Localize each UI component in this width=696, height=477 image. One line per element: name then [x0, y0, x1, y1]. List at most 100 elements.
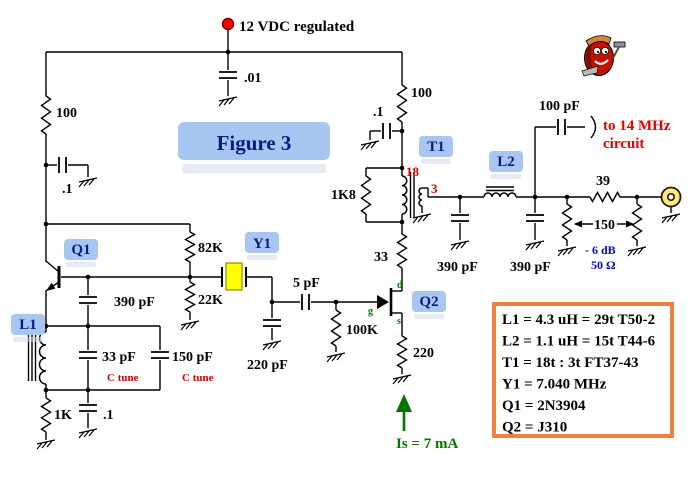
value-c33: 33 pF — [102, 350, 136, 365]
power-node-icon — [221, 17, 235, 31]
value-r22k: 22K — [198, 293, 223, 308]
junction-dot — [187, 274, 193, 280]
wires-layer — [27, 29, 681, 450]
attenuator-z-label: 50 Ω — [591, 258, 616, 272]
junction-dot — [532, 194, 538, 200]
parts-line-q1: Q1 = 2N3904 — [502, 398, 586, 414]
junction-dot — [43, 162, 49, 168]
value-r100-left: 100 — [56, 106, 77, 121]
figure-title: Figure 3 — [217, 131, 292, 155]
resistor — [396, 233, 408, 269]
ground-symbol — [450, 240, 470, 251]
supply-label: 12 VDC regulated — [239, 19, 355, 35]
value-r150: 150 — [594, 218, 615, 233]
value-r100-right: 100 — [411, 86, 432, 101]
value-r100k: 100K — [346, 323, 378, 338]
label-box-q1 — [64, 239, 98, 260]
label-shadow — [66, 262, 96, 267]
figure-label-shadow — [182, 164, 326, 173]
parts-line-y1: Y1 = 7.040 MHz — [502, 377, 607, 393]
ground-symbol — [392, 374, 412, 385]
attenuator-db-label: - 6 dB — [585, 243, 616, 257]
resistor — [396, 84, 408, 123]
wire-break-icon — [590, 115, 597, 139]
ground-symbol — [360, 140, 380, 151]
value-r33: 33 — [374, 250, 388, 265]
label-shadow — [414, 314, 444, 319]
value-c01: .01 — [244, 71, 262, 86]
label-y1: Y1 — [253, 236, 271, 252]
value-c220pf: 220 pF — [247, 358, 288, 373]
ground-symbol — [180, 320, 200, 331]
t1-secondary-turns: 3 — [431, 181, 438, 196]
label-shadow — [247, 255, 277, 260]
value-c150: 150 pF — [172, 350, 213, 365]
label-l1: L1 — [19, 317, 37, 333]
value-r1k: 1K — [54, 408, 72, 423]
ground-symbol — [262, 340, 282, 351]
junction-dot — [399, 128, 405, 134]
parts-line-q2: Q2 = J310 — [502, 420, 567, 436]
resistor — [40, 95, 52, 135]
label-shadow — [491, 174, 521, 179]
mascot-icon — [581, 35, 626, 77]
next-stage-note-1: to 14 MHz — [603, 118, 671, 134]
resistor — [396, 335, 408, 369]
ground-symbol — [326, 352, 346, 363]
parts-line-t1: T1 = 18t : 3t FT37-43 — [502, 355, 638, 371]
junction-dot — [43, 387, 49, 393]
ground-symbol — [661, 213, 681, 224]
junction-dot — [634, 194, 640, 200]
current-arrow-icon — [396, 394, 412, 412]
label-q1: Q1 — [71, 242, 90, 258]
crystal-symbol — [225, 262, 243, 291]
junction-dot — [225, 49, 231, 55]
jfet-drain-label: d — [397, 280, 403, 291]
label-box-l1 — [11, 314, 45, 335]
label-box-l2 — [489, 151, 523, 172]
next-stage-note-2: circuit — [603, 136, 644, 152]
inductor-l2 — [483, 192, 517, 198]
t1-primary-turns: 18 — [406, 164, 420, 179]
value-c5pf: 5 pF — [293, 276, 320, 291]
text-layer: 12 VDC regulated .01 100 .1 82K 22K 390 … — [19, 19, 671, 452]
ctune-label-2: C tune — [182, 372, 214, 384]
label-shadow — [421, 159, 451, 164]
value-r1k8: 1K8 — [331, 188, 356, 203]
t1-secondary — [418, 187, 423, 207]
resistor — [360, 175, 372, 215]
junction-dot — [457, 194, 463, 200]
resistor — [561, 203, 573, 241]
inductor-l1 — [38, 331, 47, 385]
jfet-gate-label: g — [368, 306, 373, 317]
junction-dot — [85, 387, 91, 393]
label-box-t1 — [419, 136, 453, 157]
ground-symbol — [218, 96, 238, 107]
ctune-label-1: C tune — [107, 372, 139, 384]
value-c390-q1: 390 pF — [114, 295, 155, 310]
junction-dot — [269, 299, 275, 305]
label-shadow — [13, 337, 43, 342]
ground-symbol — [78, 428, 98, 439]
label-q2: Q2 — [419, 294, 438, 310]
junction-dot — [85, 323, 91, 329]
attenuator-arrow-right — [626, 220, 634, 228]
value-c390-b: 390 pF — [510, 260, 551, 275]
q1-collector — [45, 260, 60, 273]
ground-symbol — [557, 246, 577, 257]
label-l2: L2 — [497, 154, 515, 170]
value-c1-bottom: .1 — [103, 408, 114, 423]
junction-dot — [399, 165, 405, 171]
value-c100pf: 100 pF — [539, 99, 580, 114]
junction-dot — [85, 274, 91, 280]
rf-output-jack-icon — [660, 186, 682, 208]
resistor — [631, 203, 643, 241]
value-r220: 220 — [413, 346, 434, 361]
junction-dot — [399, 219, 405, 225]
junction-dot — [564, 194, 570, 200]
label-box-y1 — [245, 232, 279, 253]
attenuator-arrow-left — [574, 220, 582, 228]
source-current-label: Is = 7 mA — [396, 436, 458, 452]
